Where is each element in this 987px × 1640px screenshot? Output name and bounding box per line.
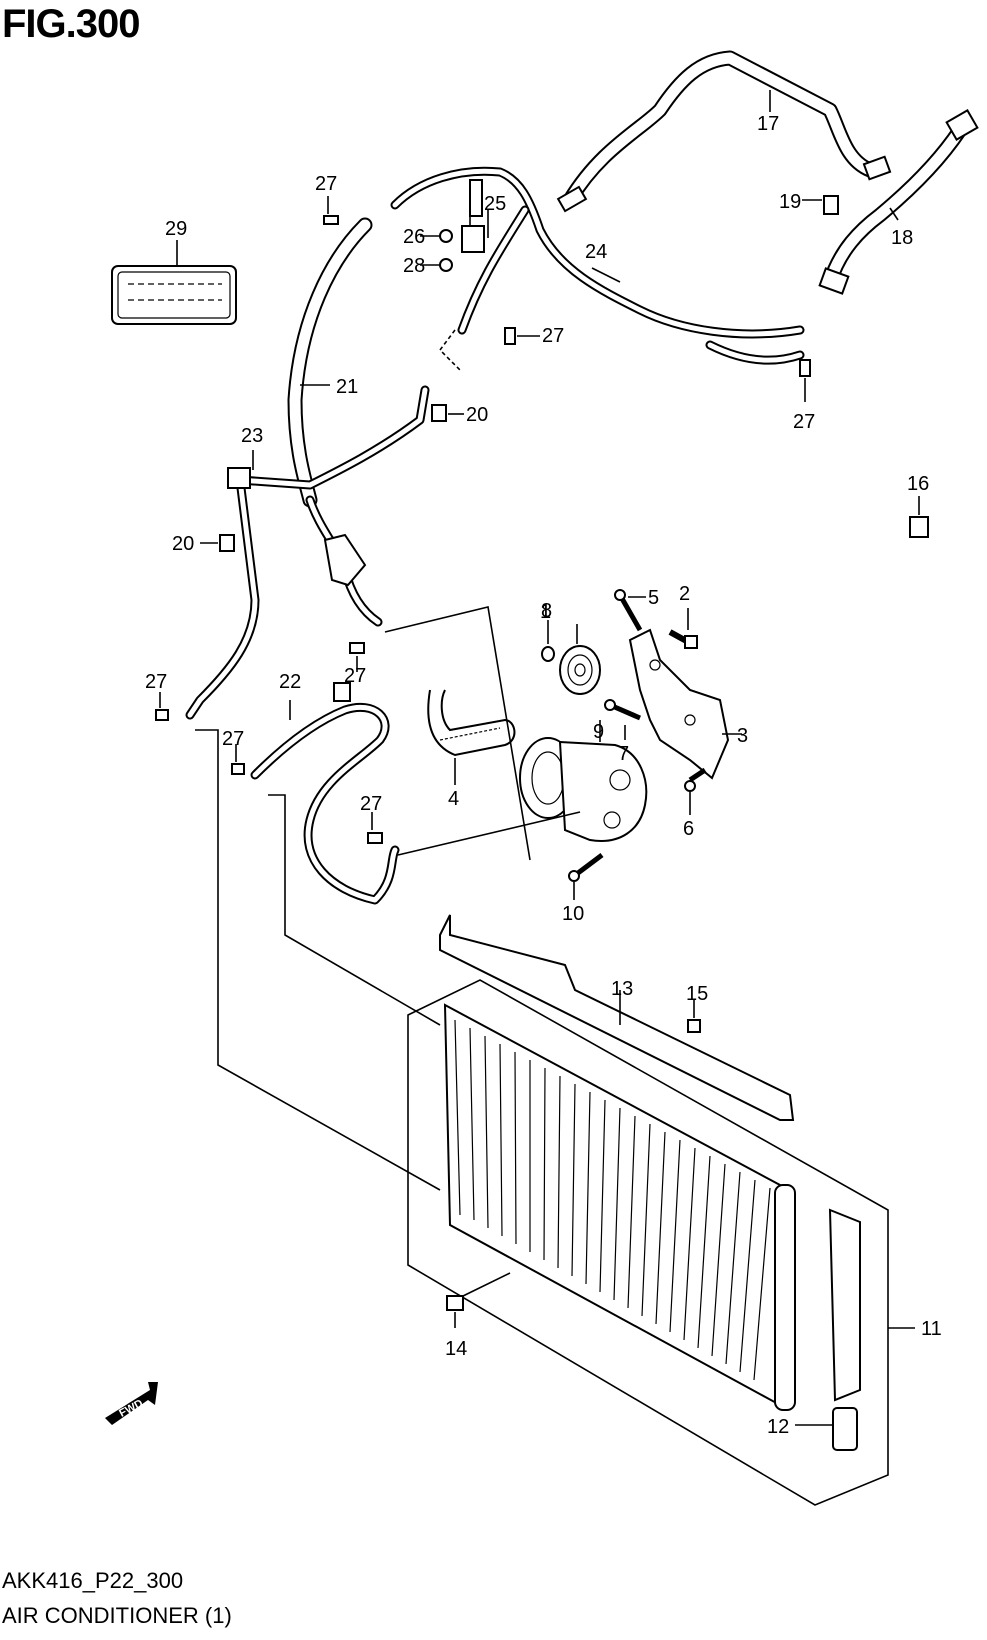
label-12: 12 [767, 1416, 789, 1438]
hose-21 [287, 217, 383, 627]
bolt-27-mid [504, 327, 540, 345]
label-19: 19 [779, 191, 801, 213]
drier-12 [795, 1208, 861, 1451]
label-8: 8 [541, 600, 552, 622]
bolt-27-22 [231, 744, 245, 775]
fwd-arrow-icon: FWD [105, 1382, 158, 1425]
label-3: 3 [737, 725, 748, 747]
hose-18 [818, 108, 979, 295]
label-10: 10 [562, 903, 584, 925]
label-1: 1 [540, 601, 551, 623]
clamp-20-upper [431, 404, 464, 422]
label-4: 4 [448, 788, 459, 810]
label-27-mid: 27 [542, 325, 564, 347]
bolt-7 [604, 699, 641, 740]
fwd-label: FWD [117, 1397, 145, 1419]
label-26: 26 [403, 226, 425, 248]
label-13: 13 [611, 978, 633, 1000]
bolt-27-top [323, 196, 339, 225]
bolt-6 [684, 767, 707, 815]
shroud-13 [439, 914, 795, 1121]
condenser [443, 1003, 796, 1411]
label-14: 14 [445, 1338, 467, 1360]
label-27-center: 27 [344, 665, 366, 687]
label-24: 24 [585, 241, 607, 263]
bolt-27-right [799, 359, 811, 402]
label-9: 9 [593, 721, 604, 743]
pipe-23 [185, 385, 430, 720]
label-27-22: 27 [222, 728, 244, 750]
label-25: 25 [484, 193, 506, 215]
hose-17 [556, 50, 892, 213]
label-21: 21 [336, 376, 358, 398]
label-27-left: 27 [145, 671, 167, 693]
bolt-14 [446, 1272, 511, 1328]
relay-16 [909, 496, 929, 538]
label-22: 22 [279, 671, 301, 693]
label-16: 16 [907, 473, 929, 495]
washer-8 [541, 620, 555, 662]
label-5: 5 [648, 587, 659, 609]
label-20-upper: 20 [466, 404, 488, 426]
pulley-1 [559, 624, 601, 695]
bracket-25 [420, 179, 489, 272]
label-plate [111, 240, 237, 325]
clamp-20-lower [200, 534, 235, 552]
bolt-27-center [349, 642, 365, 672]
label-17: 17 [757, 113, 779, 135]
label-20-lower: 20 [172, 533, 194, 555]
label-27-top: 27 [315, 173, 337, 195]
label-18: 18 [891, 227, 913, 249]
stud-2 [668, 608, 698, 649]
bolt-10 [568, 853, 604, 900]
label-6: 6 [683, 818, 694, 840]
clip-19 [802, 195, 839, 215]
figure-code: AKK416_P22_300 [2, 1568, 184, 1593]
bolt-27-low [367, 812, 383, 844]
label-28: 28 [403, 255, 425, 277]
bolt-5 [614, 589, 646, 632]
bolt-15 [687, 1000, 701, 1033]
label-15: 15 [686, 983, 708, 1005]
belt-4 [427, 689, 516, 785]
leader-lines [195, 329, 581, 1191]
label-11: 11 [921, 1318, 942, 1340]
hose-24 [390, 166, 805, 365]
pipe-22 [250, 682, 400, 905]
label-29: 29 [165, 218, 187, 240]
label-23: 23 [241, 425, 263, 447]
bracket-3 [628, 628, 742, 780]
compressor-9 [519, 720, 648, 842]
label-27-right: 27 [793, 411, 815, 433]
pipe-small [457, 205, 530, 335]
label-2: 2 [679, 583, 690, 605]
bolt-27-left [155, 692, 169, 721]
figure-name: AIR CONDITIONER (1) [2, 1603, 232, 1628]
panel-11 [407, 979, 915, 1506]
label-7: 7 [618, 743, 629, 765]
label-27-low: 27 [360, 793, 382, 815]
part-labels: 1 2 3 4 5 6 7 8 9 10 11 12 13 14 15 16 1… [145, 113, 942, 1438]
figure-title: FIG.300 [2, 2, 141, 46]
